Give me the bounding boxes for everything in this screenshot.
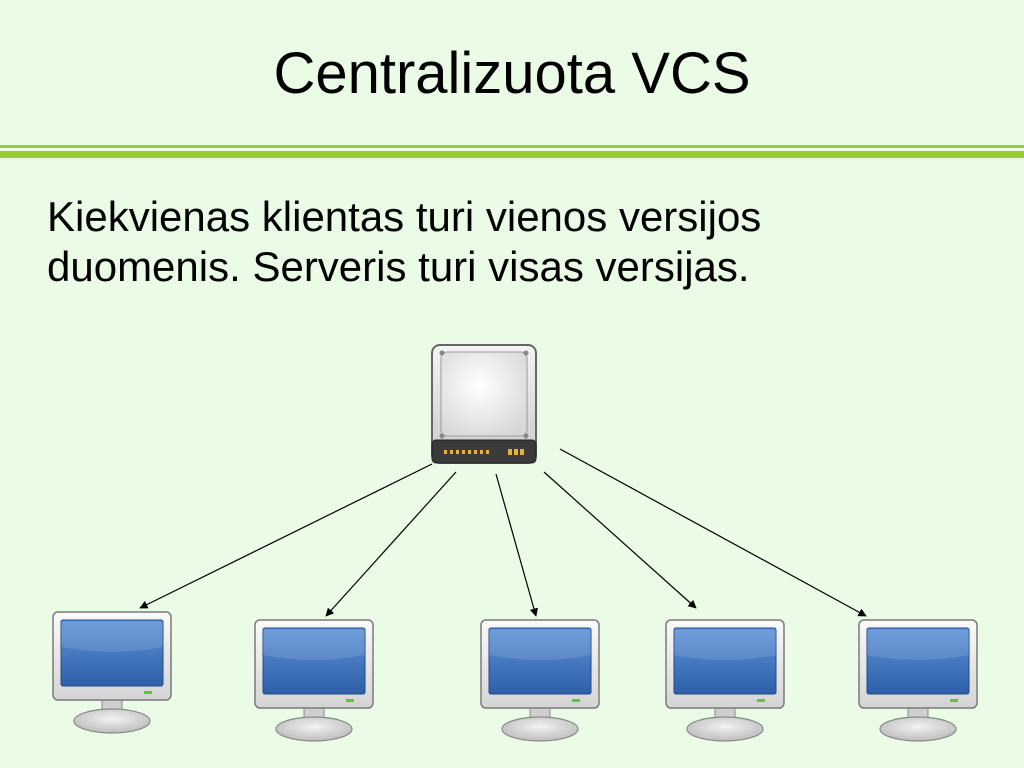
client-4-monitor-icon <box>665 619 785 742</box>
arrow-to-client-1 <box>139 463 433 609</box>
arrow-to-client-3 <box>495 473 538 617</box>
title-divider <box>0 145 1024 159</box>
server-hard-drive-icon <box>431 344 537 464</box>
client-2-monitor-icon <box>254 619 374 742</box>
connection-arrows <box>139 448 867 617</box>
client-5-monitor-icon <box>858 619 978 742</box>
slide-title: Centralizuota VCS <box>273 41 751 106</box>
arrow-to-client-2 <box>325 471 457 617</box>
arrow-to-client-4 <box>543 471 697 609</box>
body-line-1: Kiekvienas klientas turi vienos versijos <box>47 193 762 240</box>
arrow-to-client-5 <box>559 448 867 617</box>
slide-body-text: Kiekvienas klientas turi vienos versijos… <box>47 192 987 293</box>
client-1-monitor-icon <box>52 611 172 734</box>
body-line-2: duomenis. Serveris turi visas versijas. <box>47 243 750 291</box>
client-3-monitor-icon <box>480 619 600 742</box>
